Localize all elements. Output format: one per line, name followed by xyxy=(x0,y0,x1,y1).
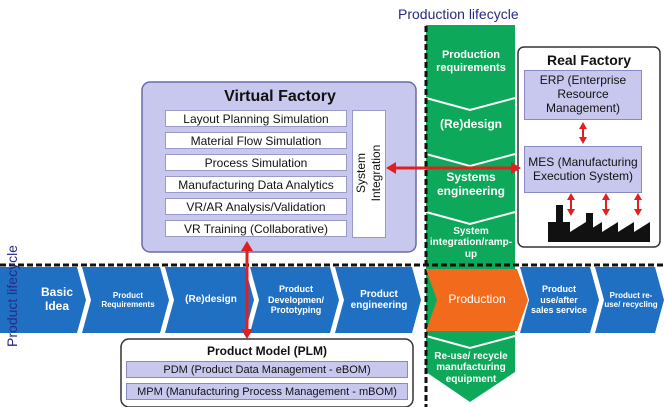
system-integration-label: System Integration xyxy=(354,144,383,202)
prod-step-reuse: Re-use/ recycle manufacturing equipment xyxy=(434,350,508,385)
green-chevron-3 xyxy=(425,211,516,226)
vf-item-data-analytics: Manufacturing Data Analytics xyxy=(165,176,347,193)
green-chevron-1 xyxy=(425,97,516,112)
green-chevron-4 xyxy=(425,335,516,350)
production-lifecycle-label: Production lifecycle xyxy=(398,6,519,22)
mpm-box: MPM (Manufacturing Process Management - … xyxy=(126,383,408,400)
chevron-redesign xyxy=(165,267,254,333)
plm-title: Product Model (PLM) xyxy=(207,344,327,358)
erp-box: ERP (Enterprise Resource Management) xyxy=(524,70,642,120)
chevron-production xyxy=(426,269,528,331)
product-step-requirements: Product Requirements xyxy=(101,290,155,309)
chevron-product-requirements xyxy=(82,267,169,333)
prod-step-integration: System integration/ramp-up xyxy=(429,225,513,260)
mes-box: MES (Manufacturing Execution System) xyxy=(524,146,642,193)
product-step-basic-idea: Basic Idea xyxy=(40,285,74,313)
chevron-product-development xyxy=(250,267,339,333)
product-step-development: Product Developmen/ Prototyping xyxy=(267,284,325,316)
prod-step-requirements: Production requirements xyxy=(436,49,506,74)
product-step-use: Product use/after sales service xyxy=(530,284,588,316)
production-lifecycle-arrow xyxy=(426,25,515,402)
virtual-factory-title: Virtual Factory xyxy=(224,88,336,105)
prod-step-redesign: (Re)design xyxy=(439,117,502,132)
factory-icon xyxy=(548,205,650,242)
pdm-box: PDM (Product Data Management - eBOM) xyxy=(126,361,408,378)
vf-item-vr-training: VR Training (Collaborative) xyxy=(165,220,347,237)
vf-item-material-flow: Material Flow Simulation xyxy=(165,132,347,149)
vf-item-process-simulation: Process Simulation xyxy=(165,154,347,171)
vf-item-layout-planning: Layout Planning Simulation xyxy=(165,110,347,127)
chevron-basic-idea xyxy=(0,267,86,333)
product-lifecycle-label: Product lifecycle xyxy=(4,245,20,347)
red-connectors xyxy=(241,122,642,339)
product-step-redesign: (Re)design xyxy=(185,294,237,306)
vf-item-vr-ar: VR/AR Analysis/Validation xyxy=(165,198,347,215)
product-step-reuse: Product re-use/ recycling xyxy=(604,290,658,309)
chevron-product-use xyxy=(520,267,599,333)
chevron-product-reuse xyxy=(595,267,664,333)
prod-step-systems-engineering: Systems engineering xyxy=(436,170,505,198)
chevron-product-engineering xyxy=(335,267,421,333)
real-factory-title: Real Factory xyxy=(546,52,632,68)
product-step-engineering: Product engineering xyxy=(350,288,408,312)
system-integration-box xyxy=(352,110,386,238)
prod-step-production: Production xyxy=(448,292,506,307)
green-chevron-2 xyxy=(425,153,516,168)
